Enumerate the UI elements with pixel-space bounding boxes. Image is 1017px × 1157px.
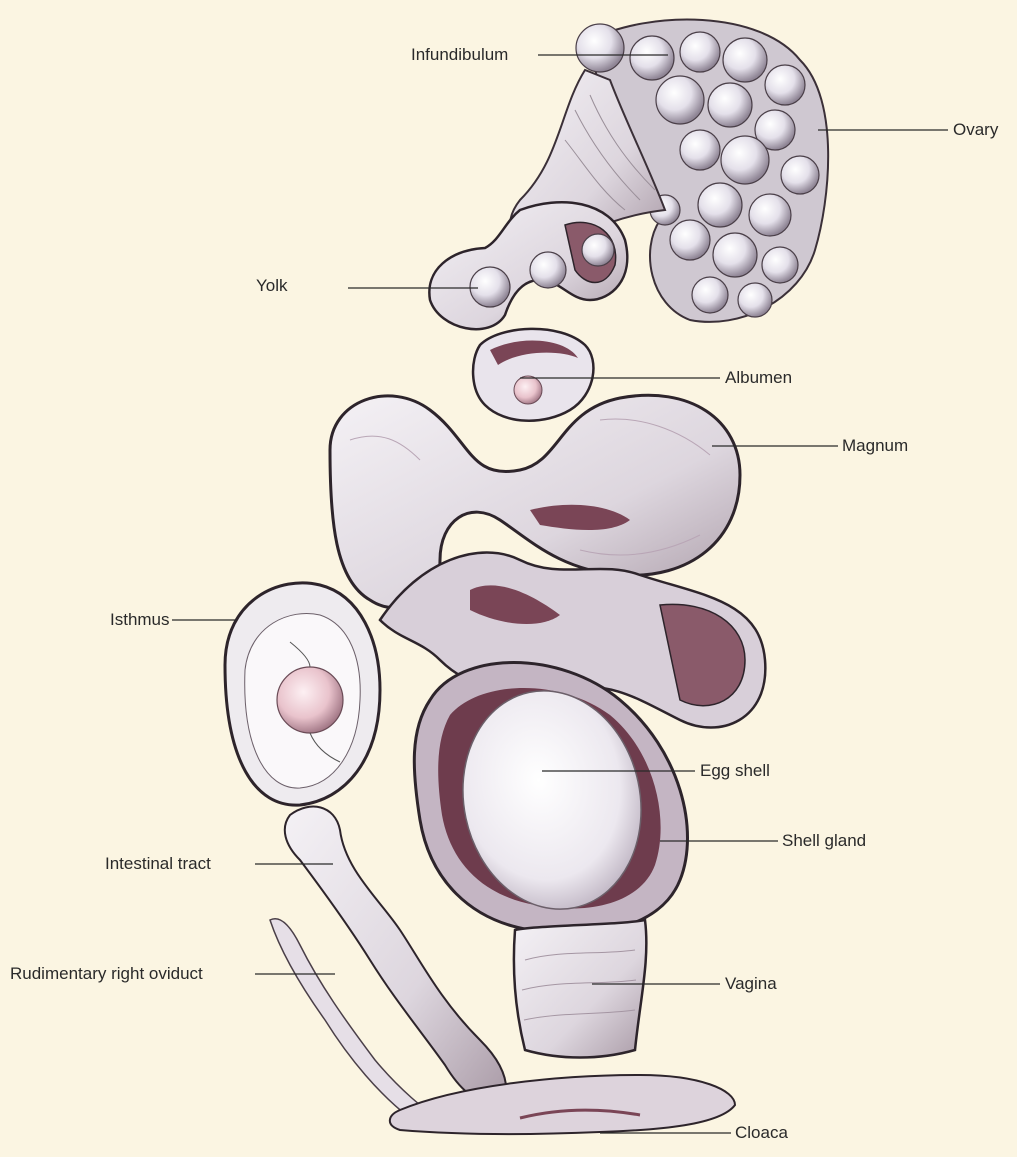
label-magnum: Magnum <box>842 436 908 456</box>
label-rudimentary-right-oviduct: Rudimentary right oviduct <box>10 964 203 984</box>
cloaca-drawing <box>390 1075 735 1134</box>
vagina-drawing <box>514 920 646 1058</box>
label-ovary: Ovary <box>953 120 998 140</box>
label-intestinal-tract: Intestinal tract <box>105 854 211 874</box>
label-vagina: Vagina <box>725 974 777 994</box>
label-isthmus: Isthmus <box>110 610 170 630</box>
label-egg-shell: Egg shell <box>700 761 770 781</box>
label-cloaca: Cloaca <box>735 1123 788 1143</box>
label-yolk: Yolk <box>256 276 288 296</box>
label-albumen: Albumen <box>725 368 792 388</box>
label-infundibulum: Infundibulum <box>411 45 508 65</box>
label-shell-gland: Shell gland <box>782 831 866 851</box>
